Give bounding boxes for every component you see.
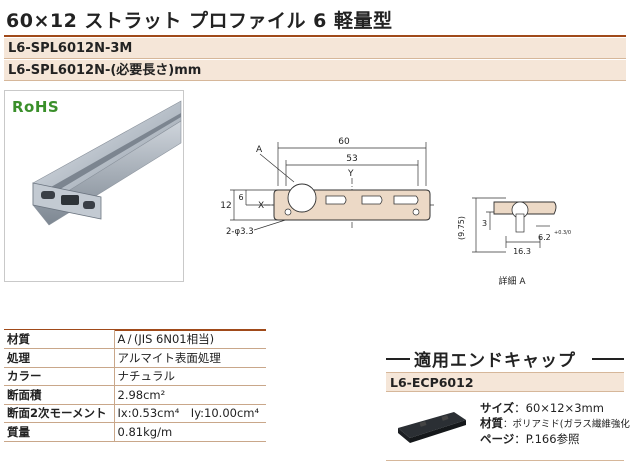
spec-label: 断面積	[4, 385, 114, 405]
hole-note: 2-φ3.3	[226, 227, 254, 237]
page-title: 60×12 ストラット プロファイル 6 軽量型	[6, 10, 393, 32]
part-number-fixed: L6-SPL6012N-3M	[4, 38, 626, 59]
spec-label: 材質	[4, 330, 114, 349]
spec-value: 2.98cm²	[113, 385, 266, 405]
table-row: カラーナチュラル	[4, 367, 266, 386]
end-cap-part-number: L6-ECP6012	[386, 372, 624, 392]
heading-rule-left	[386, 358, 410, 360]
product-photo	[4, 90, 184, 282]
size-value: ：60×12×3mm	[514, 401, 604, 415]
heading-rule-right	[592, 358, 624, 360]
spec-value: A / (JIS 6N01相当)	[113, 330, 266, 349]
label-x: X	[258, 201, 264, 211]
size-label: サイズ	[480, 401, 515, 415]
label-y: Y	[347, 169, 354, 179]
spec-value: Ix:0.53cm⁴ Iy:10.00cm⁴	[113, 404, 266, 423]
material-label: 材質	[480, 416, 503, 430]
spec-label: カラー	[4, 367, 114, 386]
material-value: ：ポリアミド(ガラス繊維強化)	[503, 419, 630, 430]
detail-caption: 詳細 A	[498, 275, 526, 287]
dim-6: 6	[238, 193, 243, 202]
detail-dim-62: 6.2	[538, 233, 551, 242]
page-label: ページ	[480, 432, 515, 446]
cross-section-drawing: 60 53 12 6 A X Y 2-φ3.3 (9.75) 3 16.3 6.…	[220, 137, 571, 287]
detail-tolerance: +0.3/0	[554, 230, 571, 236]
detail-dim-975: (9.75)	[457, 216, 466, 240]
title-rule	[4, 35, 626, 37]
spec-value: 0.81kg/m	[113, 422, 266, 442]
spec-value: アルマイト表面処理	[113, 348, 266, 368]
part-number-custom: L6-SPL6012N-(必要長さ)mm	[4, 60, 626, 81]
end-cap-info: サイズ：60×12×3mm 材質：ポリアミド(ガラス繊維強化) ページ：P.16…	[480, 401, 630, 447]
table-row: 処理アルマイト表面処理	[4, 348, 266, 368]
page-value[interactable]: ：P.166参照	[514, 432, 580, 446]
end-cap-image	[398, 412, 466, 443]
end-cap-heading-block: 適用エンドキャップ	[386, 346, 624, 371]
detail-dim-3: 3	[482, 219, 487, 228]
spec-label: 処理	[4, 348, 114, 368]
spec-label: 断面2次モーメント	[4, 404, 114, 423]
profile-rendering	[32, 100, 182, 226]
dim-12: 12	[220, 201, 231, 211]
dim-53: 53	[346, 154, 357, 164]
end-cap-heading: 適用エンドキャップ	[410, 346, 580, 371]
dim-60: 60	[338, 137, 350, 147]
end-cap-bottom-rule	[386, 460, 624, 461]
label-a: A	[256, 145, 263, 155]
spec-label: 質量	[4, 422, 114, 442]
detail-dim-163: 16.3	[513, 247, 531, 256]
rohs-badge: RoHS	[12, 98, 60, 116]
spec-value: ナチュラル	[113, 367, 266, 386]
